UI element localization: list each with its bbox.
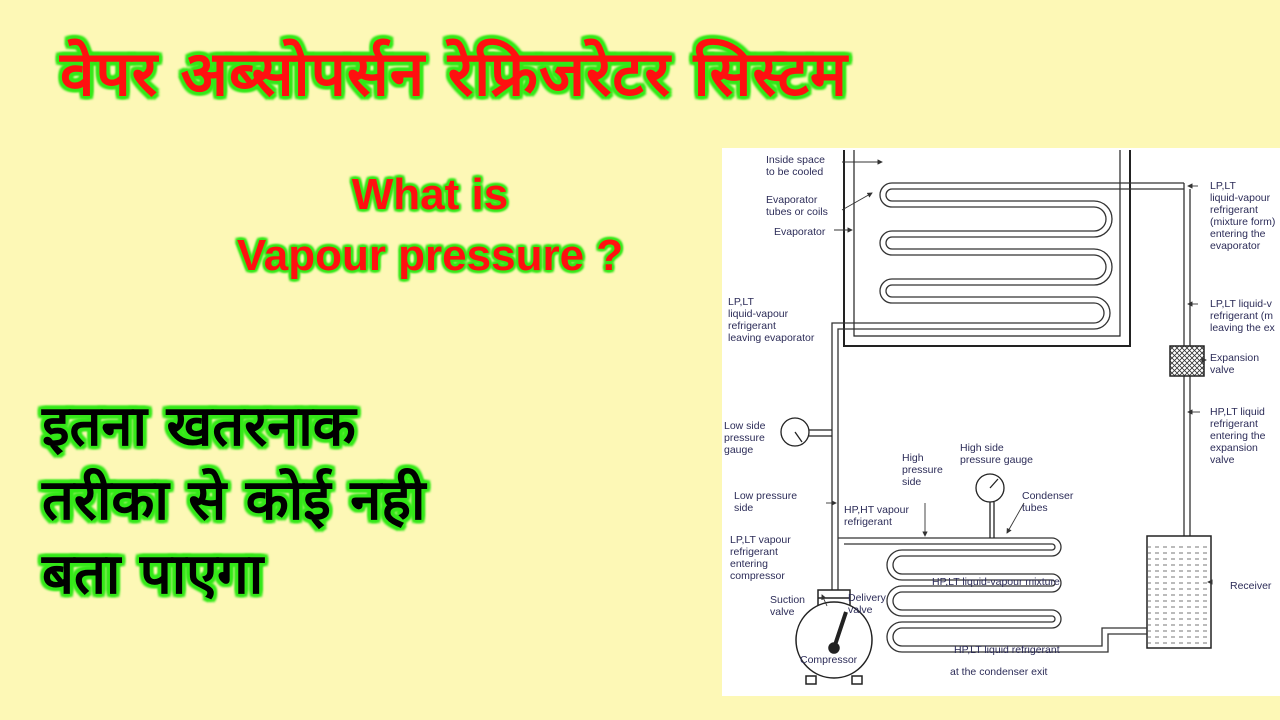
label-hp-lt-mixture: HP,LT liquid-vapour mixture xyxy=(932,576,1060,588)
low-side-gauge xyxy=(780,417,832,447)
refrigeration-diagram: Inside space to be cooled Evaporator tub… xyxy=(722,148,1280,696)
receiver xyxy=(1146,535,1212,649)
label-hp-ht-vapour: HP,HT vapour refrigerant xyxy=(844,504,909,528)
hindi-line-2: तरीका से कोई नही xyxy=(42,467,426,533)
hindi-line-3: बता पाएगा xyxy=(42,541,264,607)
label-lp-lt-leaving-evaporator: LP,LT liquid-vapour refrigerant leaving … xyxy=(728,296,815,344)
question-line-2: Vapour pressure ? xyxy=(236,230,624,280)
label-high-side-gauge: High side pressure gauge xyxy=(960,442,1033,466)
label-low-side-gauge: Low side pressure gauge xyxy=(724,420,766,456)
label-compressor: Compressor xyxy=(800,654,858,666)
label-expansion-valve: Expansion valve xyxy=(1210,352,1260,376)
liquid-line xyxy=(1183,183,1191,536)
label-lp-lt-leaving-right: LP,LT liquid-v refrigerant (m leaving th… xyxy=(1210,298,1275,334)
hindi-caption: इतना खतरनाक तरीका से कोई नही बता पाएगा xyxy=(42,390,426,612)
label-suction-valve: Suction valve xyxy=(770,594,806,618)
question-heading: What is Vapour pressure ? xyxy=(180,165,680,286)
label-hp-lt-liquid: HP,LT liquid refrigerant xyxy=(954,644,1060,656)
label-receiver: Receiver xyxy=(1230,580,1272,592)
condenser-coil xyxy=(838,537,1147,653)
label-condenser-exit: at the condenser exit xyxy=(950,666,1048,678)
label-lp-lt-vapour: LP,LT vapour refrigerant entering compre… xyxy=(730,534,791,582)
hindi-line-1: इतना खतरनाक xyxy=(42,394,356,459)
question-line-1: What is xyxy=(351,170,509,219)
expansion-valve xyxy=(1169,345,1205,377)
label-hp-lt-entering: HP,LT liquid refrigerant entering the ex… xyxy=(1210,406,1266,466)
label-evaporator: Evaporator xyxy=(774,226,826,238)
label-evaporator-tubes: Evaporator tubes or coils xyxy=(766,194,828,218)
label-low-pressure-side: Low pressure side xyxy=(734,490,798,514)
label-high-pressure-side: High pressure side xyxy=(902,452,943,488)
label-inside-space: Inside space to be cooled xyxy=(766,154,825,178)
label-condenser-tubes: Condenser tubes xyxy=(1022,490,1074,514)
high-side-gauge xyxy=(975,473,1005,538)
label-lp-lt-entering: LP,LT liquid-vapour refrigerant (mixture… xyxy=(1210,180,1276,252)
label-delivery-valve: Delivery valve xyxy=(848,592,886,616)
evaporator-coil xyxy=(831,182,1184,603)
evaporator-cabinet xyxy=(843,150,1131,347)
page-title: वेपर अब्सोपर्सन रेफ्रिजरेटर सिस्टम xyxy=(60,37,848,110)
diagram-drawing xyxy=(780,150,1213,685)
leader-lines xyxy=(821,159,1213,607)
